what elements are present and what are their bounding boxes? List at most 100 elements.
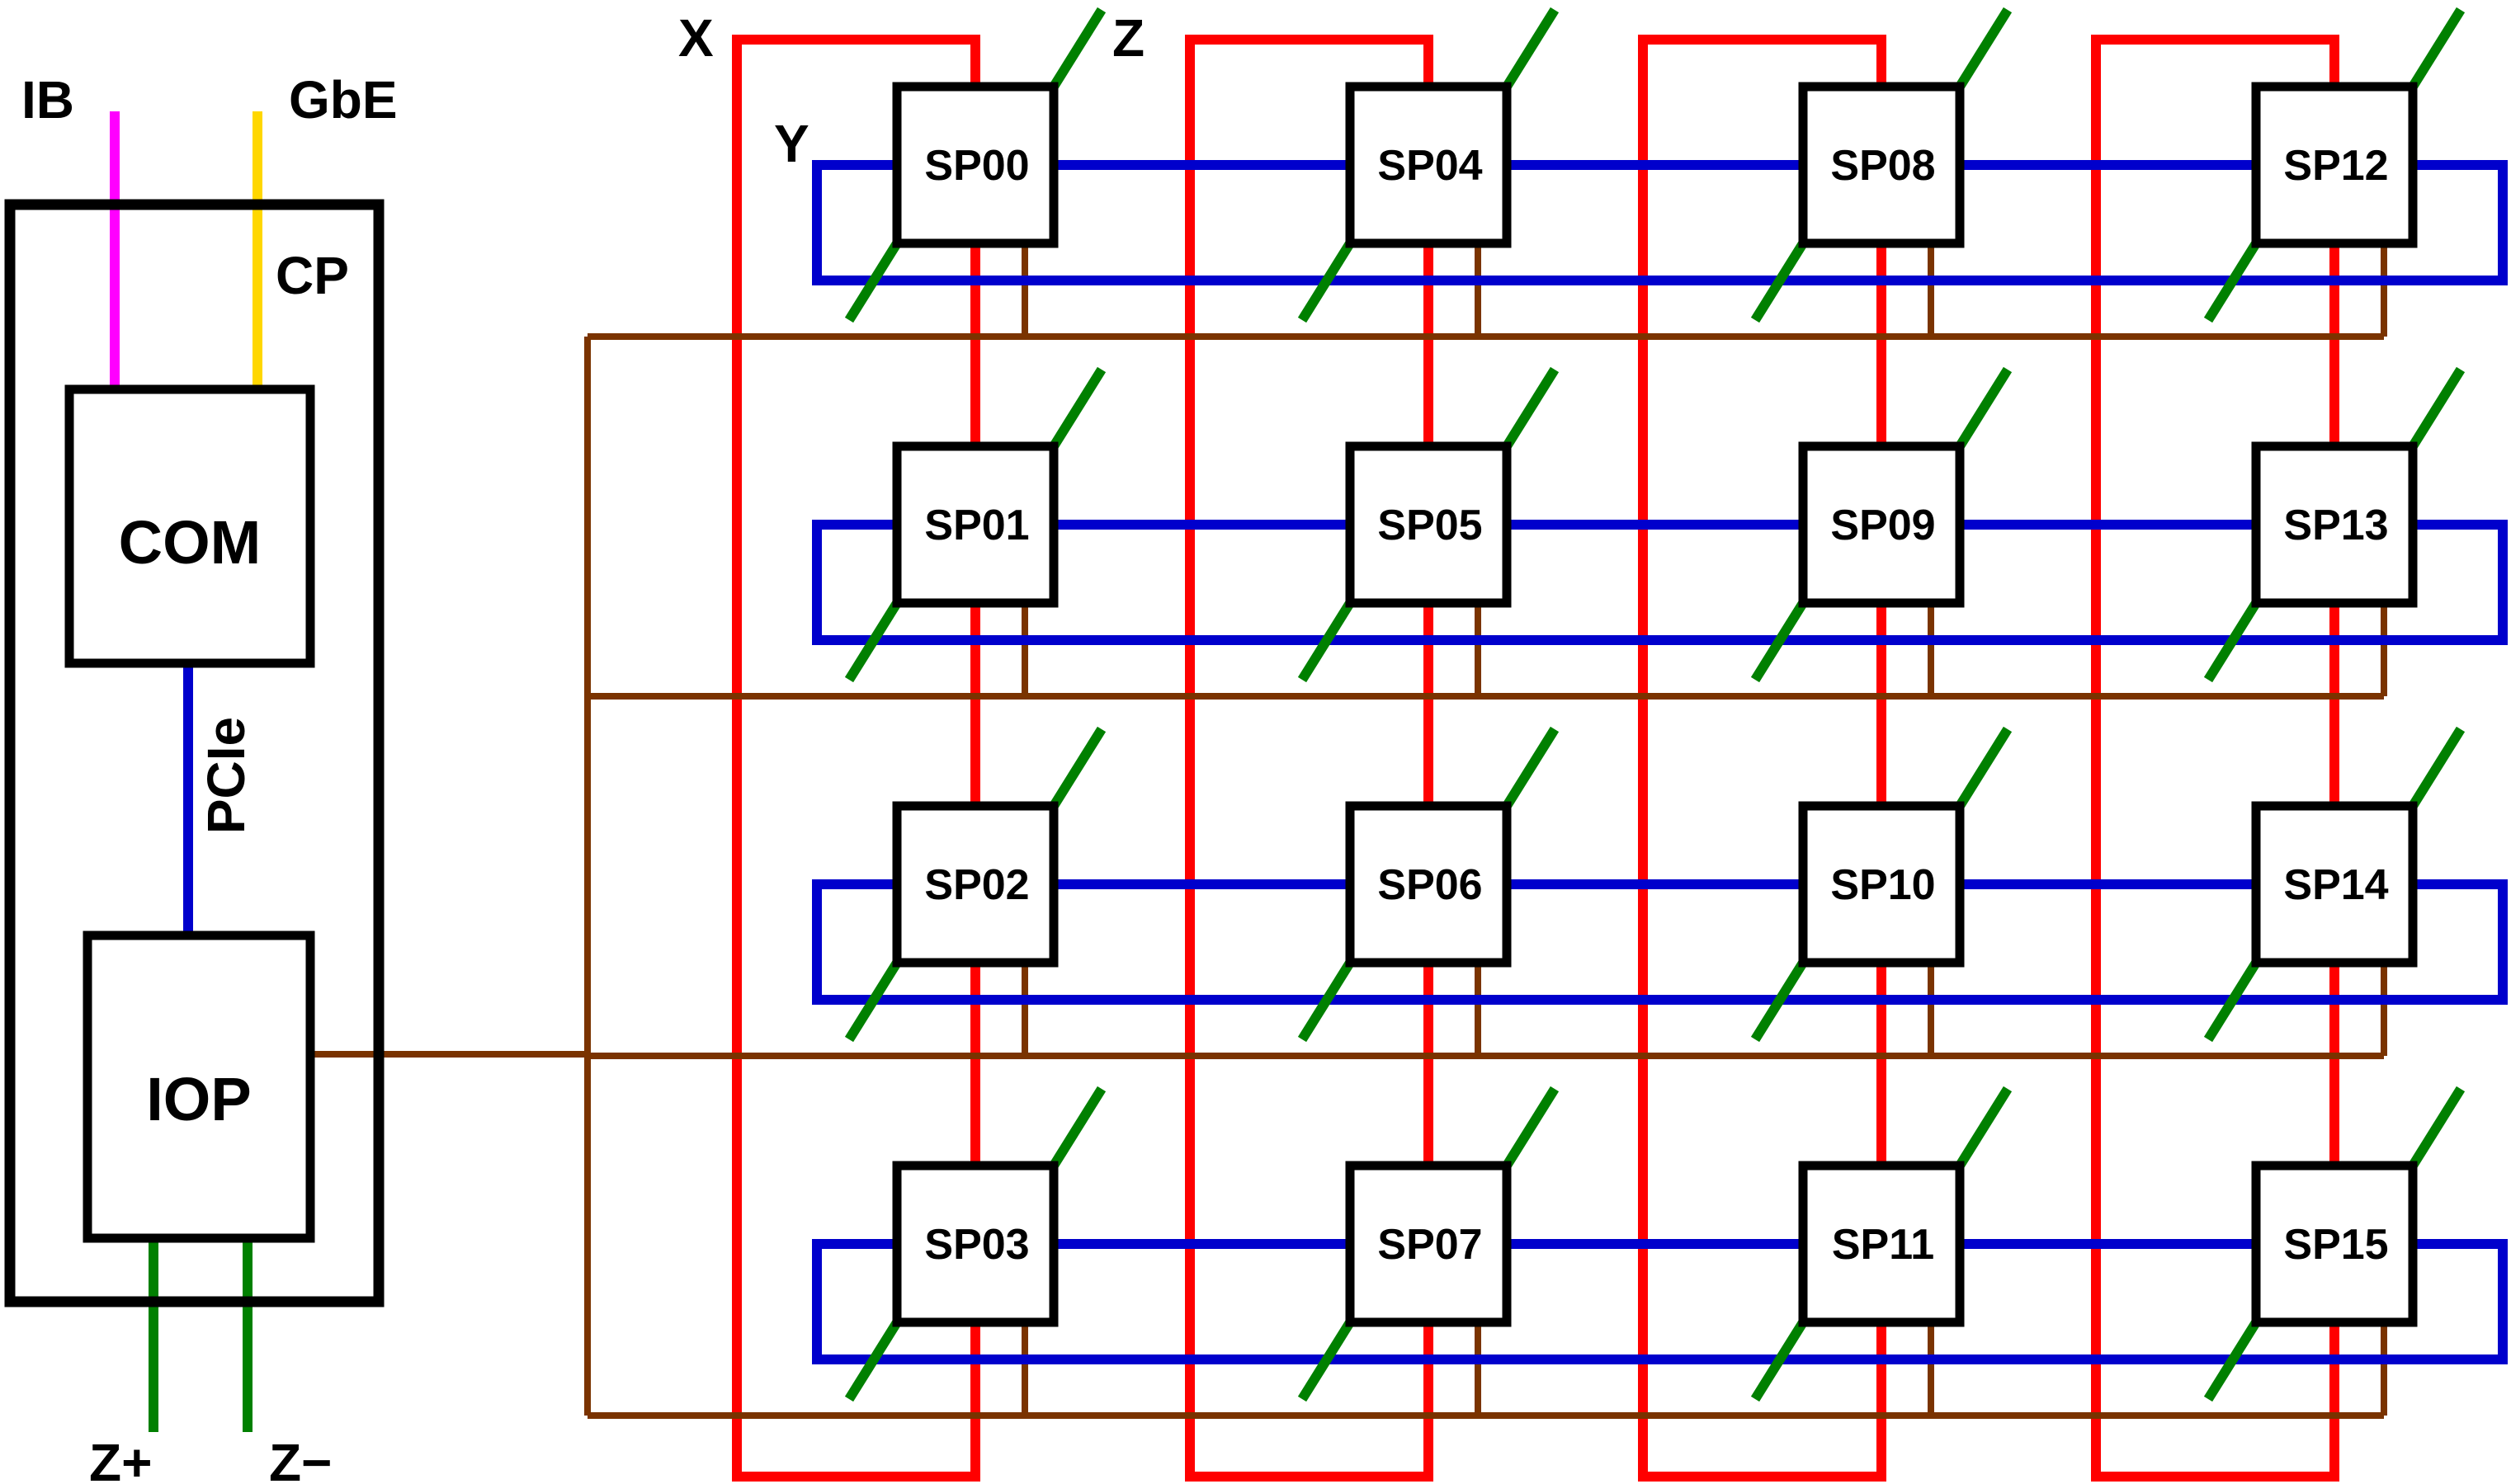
z-up-link [1502, 726, 1560, 809]
z-down-link [1297, 600, 1355, 683]
sp-node-box [1798, 82, 1965, 248]
sp-node: SP05 [1345, 441, 1512, 608]
z-down-link [1297, 959, 1355, 1043]
sp-node: SP03 [892, 1161, 1059, 1327]
cp-block: IB GbE CP COM IOP PCIe Z+ Z− [4, 70, 588, 1484]
axis-x-label: X [678, 8, 714, 68]
sp-node-label: SP12 [2283, 142, 2388, 190]
x-loop-link [1185, 35, 1433, 1482]
sp-node-box [892, 441, 1059, 608]
sp-node-box [892, 82, 1059, 248]
z-up-link [1049, 366, 1107, 450]
z-up-link [1955, 7, 2013, 90]
sp-node-label: SP13 [2283, 502, 2388, 549]
sp-node-box [2251, 441, 2418, 608]
z-down-link [2203, 1319, 2261, 1402]
sp-node-label: SP01 [924, 502, 1029, 549]
x-loop-link [1638, 35, 1886, 1482]
cp-label: CP [276, 246, 349, 305]
sp-node: SP01 [892, 441, 1059, 608]
y-ring-link [812, 1239, 2508, 1364]
z-down-link [1750, 1319, 1808, 1402]
sp-node: SP02 [892, 801, 1059, 968]
sp-node: SP08 [1798, 82, 1965, 248]
sp-node-label: SP05 [1377, 502, 1482, 549]
sp-node-label: SP14 [2283, 861, 2388, 909]
z-up-link [1049, 1086, 1107, 1169]
ib-label: IB [21, 70, 74, 130]
sp-node: SP14 [2251, 801, 2418, 968]
z-up-link [1502, 366, 1560, 450]
z-up-link [1955, 1086, 2013, 1169]
sp-node: SP04 [1345, 82, 1512, 248]
z-down-link [1750, 600, 1808, 683]
cp-box [4, 199, 385, 1307]
sp-node-label: SP02 [924, 861, 1029, 909]
z-up-link [1049, 7, 1107, 90]
sp-node-box [1345, 1161, 1512, 1327]
sp-node: SP13 [2251, 441, 2418, 608]
sp-node-label: SP10 [1830, 861, 1935, 909]
z-minus-label: Z− [269, 1433, 332, 1484]
sp-node-box [2251, 82, 2418, 248]
z-down-link [1750, 959, 1808, 1043]
axis-z-label: Z [1112, 8, 1145, 68]
sp-node-label: SP03 [924, 1221, 1029, 1269]
z-down-link [1750, 240, 1808, 323]
z-up-link [1502, 1086, 1560, 1169]
z-down-link [844, 240, 902, 323]
sp-node: SP12 [2251, 82, 2418, 248]
z-up-link [2408, 366, 2466, 450]
y-ring-link [812, 879, 2508, 1005]
sp-node: SP09 [1798, 441, 1965, 608]
sp-node-label: SP06 [1377, 861, 1482, 909]
x-loop-link [732, 35, 980, 1482]
z-plus-label: Z+ [89, 1433, 152, 1484]
sp-node-box [2251, 1161, 2418, 1327]
pcie-label: PCIe [196, 717, 256, 834]
z-down-link [2203, 240, 2261, 323]
sp-node: SP07 [1345, 1161, 1512, 1327]
z-down-link [1297, 240, 1355, 323]
z-down-link [844, 600, 902, 683]
sp-node-box [1798, 1161, 1965, 1327]
z-down-link [844, 959, 902, 1043]
com-box [64, 384, 315, 668]
sp-node-label: SP08 [1830, 142, 1935, 190]
y-ring-link [812, 160, 2508, 285]
sp-node-label: SP00 [924, 142, 1029, 190]
y-ring-link [812, 520, 2508, 645]
iop-label: IOP [146, 1065, 251, 1133]
sp-node: SP00 [892, 82, 1059, 248]
sp-node-label: SP15 [2283, 1221, 2388, 1269]
z-down-link [2203, 600, 2261, 683]
z-up-link [1955, 366, 2013, 450]
sp-node-label: SP07 [1377, 1221, 1482, 1269]
z-up-link [1955, 726, 2013, 809]
sp-node-label: SP04 [1377, 142, 1482, 190]
sp-node: SP06 [1345, 801, 1512, 968]
sp-node-box [1798, 441, 1965, 608]
sp-node-box [892, 801, 1059, 968]
z-up-link [2408, 1086, 2466, 1169]
axis-y-label: Y [774, 114, 809, 173]
sp-node-label: SP11 [1832, 1221, 1934, 1269]
sp-node: SP10 [1798, 801, 1965, 968]
sp-node: SP15 [2251, 1161, 2418, 1327]
iop-box [83, 930, 315, 1243]
x-loop-link [2091, 35, 2339, 1482]
z-up-link [1049, 726, 1107, 809]
links-layer [584, 7, 2508, 1482]
z-up-link [2408, 7, 2466, 90]
z-down-link [1297, 1319, 1355, 1402]
sp-node-box [1345, 82, 1512, 248]
sp-node-box [1798, 801, 1965, 968]
sp-node-label: SP09 [1830, 502, 1935, 549]
sp-node-box [1345, 801, 1512, 968]
sp-node: SP11 [1798, 1161, 1965, 1327]
z-up-link [2408, 726, 2466, 809]
gbe-label: GbE [289, 70, 398, 130]
z-down-link [2203, 959, 2261, 1043]
